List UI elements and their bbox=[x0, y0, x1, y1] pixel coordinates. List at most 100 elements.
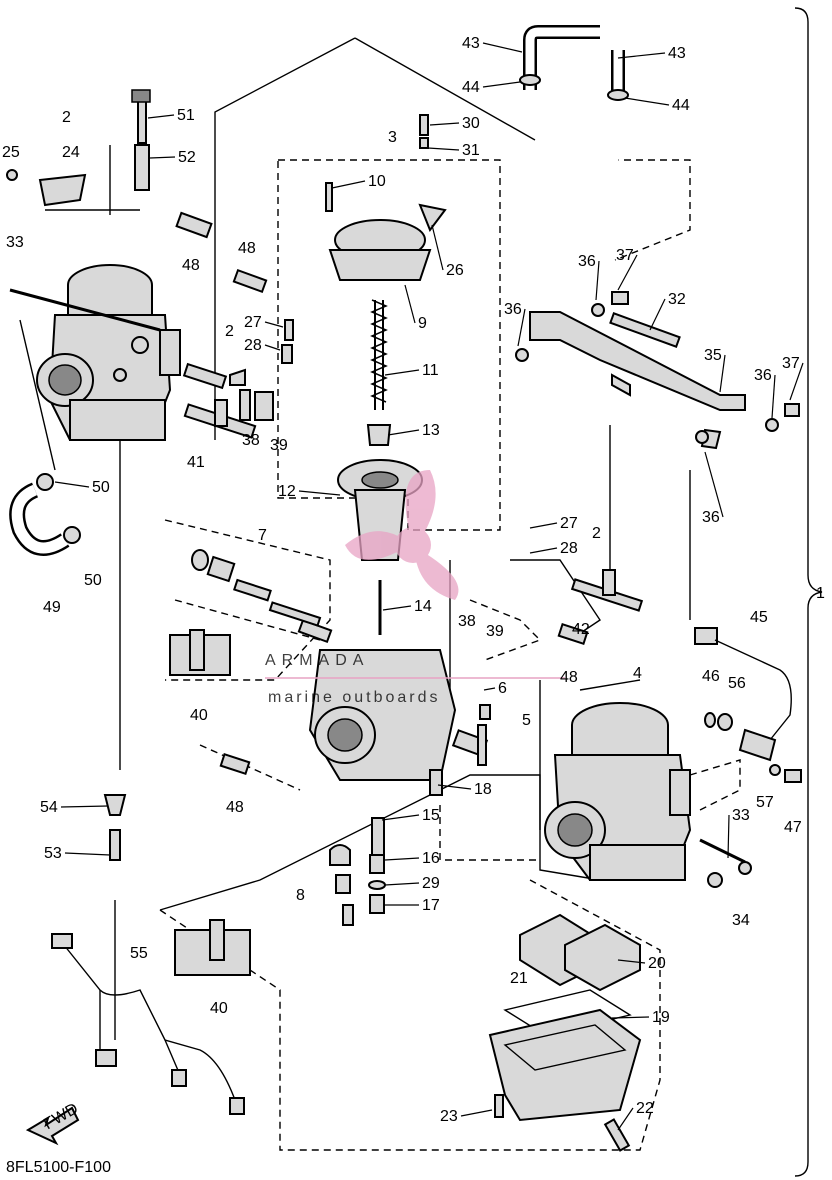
callout-25: 25 bbox=[2, 144, 20, 161]
callout-52: 52 bbox=[178, 149, 196, 166]
throttle-sensor bbox=[694, 627, 802, 783]
callout-39: 39 bbox=[486, 623, 504, 640]
leader-line-16 bbox=[384, 857, 420, 861]
callout-36: 36 bbox=[702, 509, 720, 526]
callout-48: 48 bbox=[238, 240, 256, 257]
callout-48: 48 bbox=[182, 257, 200, 274]
callout-23: 23 bbox=[440, 1108, 458, 1125]
callout-40: 40 bbox=[190, 707, 208, 724]
callout-18: 18 bbox=[474, 781, 492, 798]
callout-50: 50 bbox=[84, 572, 102, 589]
callout-27: 27 bbox=[560, 515, 578, 532]
watermark-brand: ARMADA bbox=[265, 652, 369, 669]
callout-43: 43 bbox=[668, 45, 686, 62]
callout-10: 10 bbox=[368, 173, 386, 190]
leader-line-36 bbox=[517, 308, 526, 347]
callout-45: 45 bbox=[750, 609, 768, 626]
left-carb-small-parts bbox=[6, 89, 294, 439]
callout-2: 2 bbox=[62, 109, 71, 126]
leader-line-27 bbox=[529, 522, 558, 529]
callout-32: 32 bbox=[668, 291, 686, 308]
callout-20: 20 bbox=[648, 955, 666, 972]
callout-48: 48 bbox=[226, 799, 244, 816]
leader-line-9 bbox=[404, 284, 416, 324]
leader-line-43 bbox=[482, 42, 523, 53]
leader-line-36 bbox=[771, 374, 776, 419]
watermark-propeller-blade bbox=[345, 531, 410, 560]
diagram-code: 8FL5100-F100 bbox=[6, 1159, 111, 1176]
leader-line-27 bbox=[264, 321, 284, 328]
watermark-propeller-hub bbox=[395, 527, 431, 563]
leader-line-22 bbox=[617, 1107, 634, 1131]
leader-line-19 bbox=[611, 1016, 650, 1019]
leader-line-32 bbox=[649, 298, 666, 331]
callout-42: 42 bbox=[572, 621, 590, 638]
callout-12: 12 bbox=[278, 483, 296, 500]
callout-4: 4 bbox=[633, 665, 642, 682]
callout-35: 35 bbox=[704, 347, 722, 364]
callout-36: 36 bbox=[504, 301, 522, 318]
callout-50: 50 bbox=[92, 479, 110, 496]
callout-53: 53 bbox=[44, 845, 62, 862]
watermark-propeller-blade bbox=[415, 550, 459, 600]
callout-48: 48 bbox=[560, 669, 578, 686]
callout-28: 28 bbox=[560, 540, 578, 557]
link-bracket bbox=[515, 291, 800, 450]
leader-line-43 bbox=[617, 52, 666, 59]
callout-16: 16 bbox=[422, 850, 440, 867]
callout-6: 6 bbox=[498, 680, 507, 697]
leader-line-18 bbox=[437, 784, 472, 790]
callout-49: 49 bbox=[43, 599, 61, 616]
leader-line-35 bbox=[719, 354, 726, 393]
float-bowl-assembly bbox=[488, 913, 642, 1152]
callout-33: 33 bbox=[6, 234, 24, 251]
callout-29: 29 bbox=[422, 875, 440, 892]
carburetor-body-center bbox=[297, 618, 491, 926]
leader-line-37 bbox=[789, 362, 804, 401]
callout-19: 19 bbox=[652, 1009, 670, 1026]
leader-line-13 bbox=[387, 429, 420, 436]
callout-13: 13 bbox=[422, 422, 440, 439]
leader-line-36 bbox=[704, 451, 724, 518]
callout-55: 55 bbox=[130, 945, 148, 962]
callout-22: 22 bbox=[636, 1100, 654, 1117]
callout-33: 33 bbox=[732, 807, 750, 824]
armada-watermark: ARMADA marine outboards bbox=[265, 470, 565, 706]
callout-34: 34 bbox=[732, 912, 750, 929]
callout-43: 43 bbox=[462, 35, 480, 52]
callout-41: 41 bbox=[187, 454, 205, 471]
forward-arrow: FWD bbox=[25, 1100, 81, 1146]
callout-leader-lines bbox=[54, 42, 804, 1131]
callout-assembly: 1 bbox=[816, 585, 825, 602]
leader-line-28 bbox=[529, 547, 558, 554]
leader-line-36 bbox=[595, 260, 600, 301]
callout-15: 15 bbox=[422, 807, 440, 824]
callout-2: 2 bbox=[225, 323, 234, 340]
leader-line-29 bbox=[384, 882, 420, 886]
mid-left-small-parts bbox=[169, 549, 644, 976]
leader-line-14 bbox=[382, 605, 412, 611]
leader-line-11 bbox=[384, 369, 420, 376]
leader-line-50 bbox=[54, 481, 90, 488]
watermark-propeller-blade bbox=[405, 470, 436, 540]
callout-36: 36 bbox=[754, 367, 772, 384]
callout-40: 40 bbox=[210, 1000, 228, 1017]
leader-line-26 bbox=[431, 224, 444, 271]
leader-line-12 bbox=[298, 490, 341, 496]
leader-line-51 bbox=[147, 114, 175, 119]
callout-9: 9 bbox=[418, 315, 427, 332]
leader-line-23 bbox=[460, 1109, 493, 1117]
callout-21: 21 bbox=[510, 970, 528, 987]
callout-36: 36 bbox=[578, 253, 596, 270]
leader-line-6 bbox=[483, 687, 496, 691]
callout-11: 11 bbox=[422, 362, 439, 379]
callout-37: 37 bbox=[616, 247, 634, 264]
assembly-bracket bbox=[794, 7, 823, 1177]
callout-57: 57 bbox=[756, 794, 774, 811]
wiring-harness bbox=[51, 794, 245, 1115]
leader-line-53 bbox=[64, 852, 111, 856]
callout-38: 38 bbox=[458, 613, 476, 630]
callout-31: 31 bbox=[462, 142, 480, 159]
drain-hose-left bbox=[9, 319, 81, 556]
